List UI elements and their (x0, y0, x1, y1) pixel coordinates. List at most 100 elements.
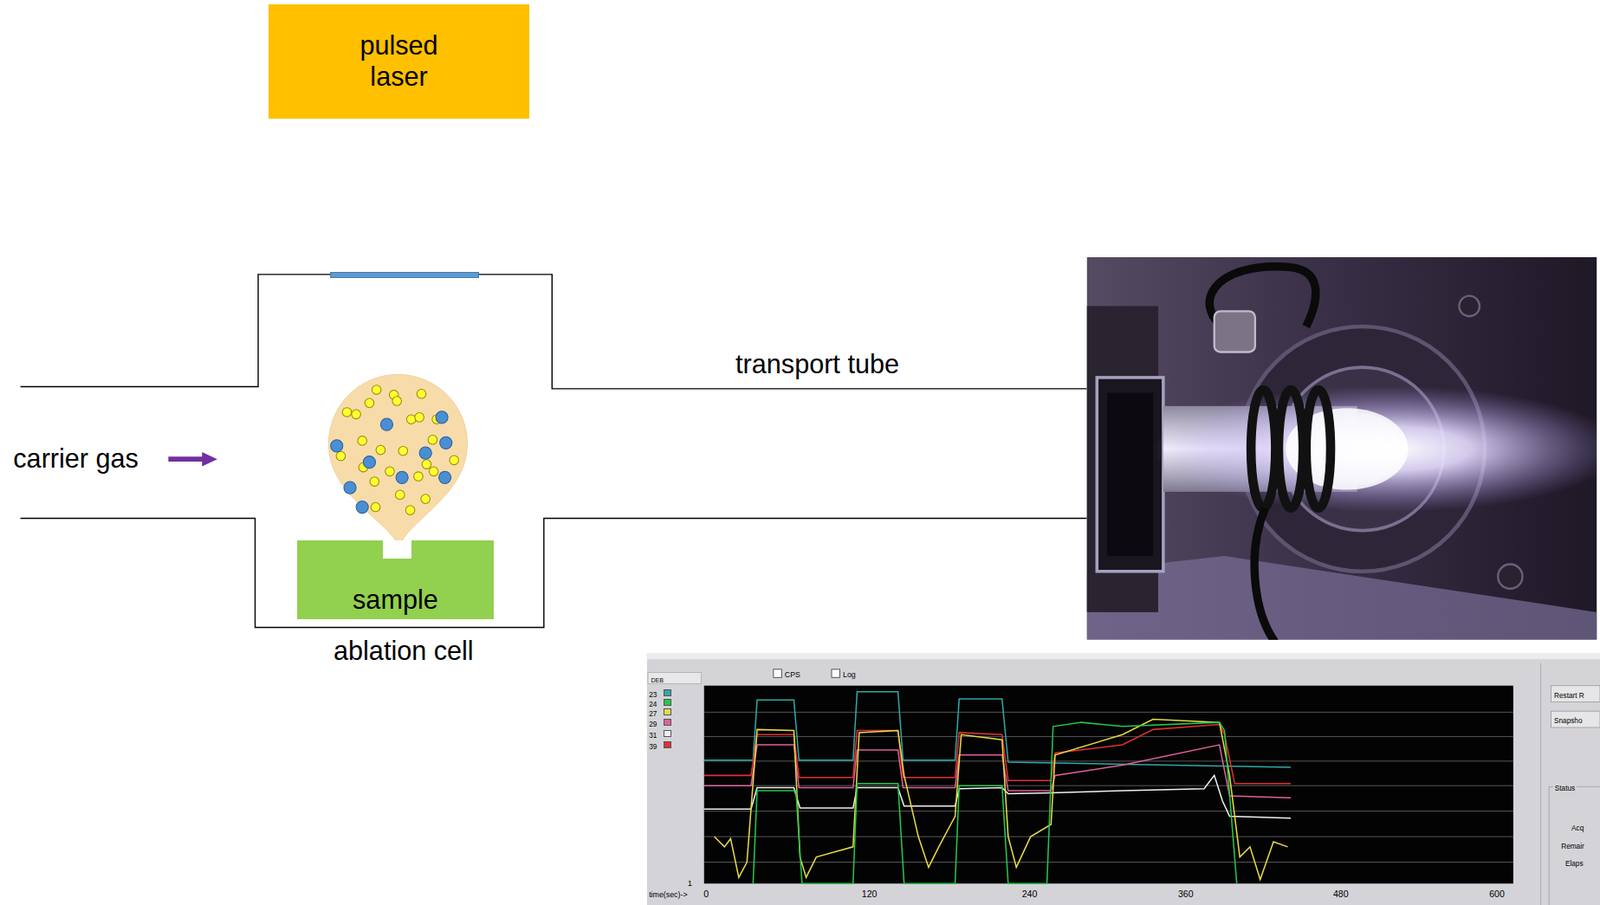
grid-line (704, 736, 1514, 738)
particle-dot (405, 505, 415, 516)
legend-swatch (663, 708, 672, 716)
particle-dot (369, 477, 380, 487)
particle-dot (440, 436, 453, 449)
particle-dot (356, 500, 369, 513)
gas-arrow (168, 452, 218, 467)
particle-dot (371, 385, 382, 396)
label-anchor: 480 (1333, 885, 1349, 901)
label-anchor: Log (842, 665, 856, 681)
particle-dot (362, 456, 376, 469)
label-anchor: time(sec)-> (648, 885, 687, 901)
laser-box: pulsed laser (268, 4, 531, 119)
particle-dot (414, 413, 425, 423)
panel-divider (1540, 663, 1542, 905)
legend-anchor: 27 (648, 704, 657, 720)
particle-dot (414, 472, 424, 482)
label-anchor: 360 (1178, 885, 1194, 901)
particle-dot (419, 446, 432, 460)
text-label: Log (842, 670, 856, 680)
particle-dot (357, 436, 368, 447)
legend-text: 29 (648, 720, 657, 729)
particle-dot (395, 490, 405, 500)
legend-text: 27 (648, 710, 657, 719)
text-label: CPS (784, 670, 801, 680)
plasma-glow (1153, 385, 1597, 512)
legend-header (647, 672, 701, 684)
sample-block: sample (297, 540, 494, 620)
checkbox (773, 669, 782, 678)
grid-line (704, 712, 1514, 713)
text-label: 240 (1022, 888, 1038, 900)
legend-text: 24 (648, 700, 657, 709)
screen-topbar (647, 653, 1600, 660)
particle-dot (392, 396, 402, 407)
particle-dot (416, 388, 427, 399)
trace (752, 722, 1237, 884)
particle-dot (343, 481, 357, 494)
trace (704, 775, 1291, 818)
legend-swatch (663, 719, 672, 726)
label-anchor: Snapsho (1554, 711, 1583, 727)
particle-dot (336, 451, 346, 461)
torch-box (1096, 377, 1164, 572)
trace (704, 692, 1291, 768)
text-label: Acq (1571, 824, 1584, 833)
text-label: 480 (1333, 888, 1349, 900)
legend-anchor: 29 (648, 714, 657, 731)
rivet (1497, 564, 1523, 590)
label-anchor: 600 (1489, 885, 1505, 901)
text-label: Elaps (1565, 860, 1584, 869)
particle-dot (380, 418, 393, 431)
label-anchor: DEB (651, 670, 665, 687)
node-label: ablation cell (333, 635, 474, 667)
text-label: DEB (651, 677, 665, 684)
legend-text: 39 (648, 743, 657, 752)
ablation-crater (382, 540, 412, 559)
particle-dot (385, 466, 396, 477)
screen-ground (647, 653, 1600, 905)
text-label: Remair (1561, 842, 1585, 851)
particle-dot (428, 466, 439, 477)
grid-lines (704, 712, 1514, 862)
text-label: transport tube (735, 349, 900, 379)
particle-dot (351, 409, 362, 420)
legend-swatch (663, 741, 672, 749)
text-label: Snapsho (1554, 717, 1583, 726)
chart-area (704, 686, 1514, 885)
particle-dot (421, 459, 432, 470)
text-label: carrier gas (12, 443, 139, 473)
label-anchor: 240 (1022, 885, 1038, 901)
torch-box-inner (1107, 393, 1154, 558)
label-anchor: Remair (1561, 836, 1585, 853)
grid-line (704, 760, 1514, 762)
checkbox (831, 669, 840, 678)
legend-anchor: 39 (648, 737, 657, 753)
particle-dot (395, 471, 409, 484)
trace (704, 724, 1291, 784)
legend-text: 23 (648, 691, 657, 700)
panel-button (1550, 686, 1600, 703)
particle-dot (375, 445, 386, 455)
cell-outline-top (20, 274, 1088, 389)
text-label: 0 (703, 888, 709, 900)
particle-dot (330, 440, 344, 453)
particle-dot (398, 446, 409, 456)
legend-anchor: 24 (648, 694, 657, 711)
ablation-cell: ablation cell sample (254, 274, 552, 667)
node-label: pulsed laser (348, 30, 451, 91)
grid-line (704, 861, 1514, 863)
legend-swatch (663, 730, 672, 738)
text-label: 360 (1178, 888, 1194, 900)
trace (704, 744, 1291, 798)
laser-window (330, 272, 480, 279)
grid-line (704, 785, 1514, 787)
legend-swatch (663, 689, 672, 697)
legend-anchor: 23 (648, 685, 657, 701)
node-label: sample (352, 584, 439, 616)
text-label: Status (1553, 784, 1577, 793)
label-anchor: 1 (687, 874, 693, 890)
rivet (1458, 296, 1480, 318)
signal-screenshot (647, 653, 1600, 905)
legend-anchor: 31 (648, 725, 657, 742)
